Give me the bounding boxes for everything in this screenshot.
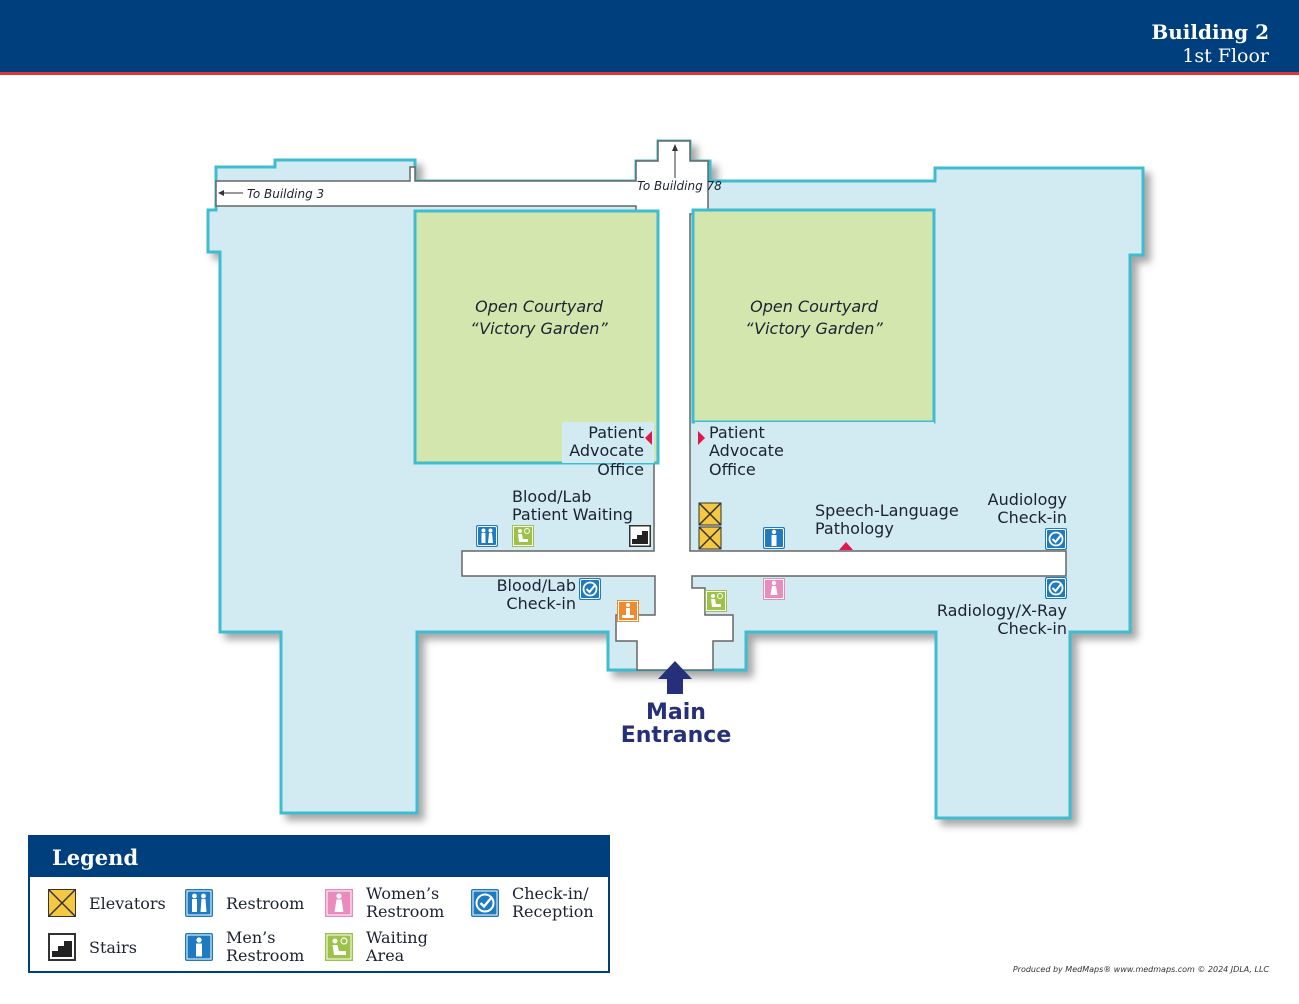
courtyard-right xyxy=(691,208,936,424)
patient-advocate-left-3[interactable]: Office xyxy=(597,460,644,479)
legend-label-waiting-1: Waiting xyxy=(366,928,428,947)
audiology-1[interactable]: Audiology xyxy=(988,490,1067,509)
waiting-area-icon[interactable] xyxy=(512,525,534,547)
elevator-icon xyxy=(48,889,76,917)
legend-label-restroom: Restroom xyxy=(226,894,305,913)
courtyard-right-edge xyxy=(695,422,934,428)
legend-panel: Legend Elevators Stairs Restroom Men’s R xyxy=(28,835,610,973)
blood-lab-checkin-1[interactable]: Blood/Lab xyxy=(497,576,576,595)
main-entrance-line1[interactable]: Main xyxy=(646,700,706,725)
patient-advocate-right-3[interactable]: Office xyxy=(709,460,756,479)
main-entrance-line2[interactable]: Entrance xyxy=(621,723,732,748)
speech-language-1[interactable]: Speech-Language xyxy=(815,501,959,520)
radiology-1[interactable]: Radiology/X-Ray xyxy=(937,601,1067,620)
audiology-2[interactable]: Check-in xyxy=(997,508,1067,527)
legend-label-womens-2: Restroom xyxy=(366,902,445,921)
waiting-area-icon xyxy=(325,933,353,961)
credit-line: Produced by MedMaps® www.medmaps.com © 2… xyxy=(1012,965,1269,974)
waiting-area-entrance-icon[interactable] xyxy=(705,590,727,612)
patient-advocate-right-1[interactable]: Patient xyxy=(709,423,765,442)
speech-language-2[interactable]: Pathology xyxy=(815,519,894,538)
patient-advocate-left-1[interactable]: Patient xyxy=(588,423,644,442)
womens-restroom-icon xyxy=(325,889,353,917)
blood-lab-waiting-1[interactable]: Blood/Lab xyxy=(512,487,591,506)
arrow-head-left xyxy=(218,190,224,196)
information-icon[interactable] xyxy=(617,600,639,622)
courtyard-right-line1: Open Courtyard xyxy=(750,297,879,316)
courtyard-right-line2: “Victory Garden” xyxy=(745,319,883,338)
marker-speech-language[interactable] xyxy=(839,542,853,550)
legend-title: Legend xyxy=(52,845,139,870)
floor-subtitle: 1st Floor xyxy=(1182,45,1269,67)
check-in-icon[interactable] xyxy=(1044,527,1068,551)
check-in-icon xyxy=(471,889,499,917)
radiology-2[interactable]: Check-in xyxy=(997,619,1067,638)
arrow-head-up xyxy=(672,144,678,151)
womens-restroom-icon[interactable] xyxy=(763,578,785,600)
legend-label-womens-1: Women’s xyxy=(366,884,440,903)
mens-restroom-icon xyxy=(185,933,213,961)
legend-header: Legend xyxy=(30,837,608,877)
stairs-icon xyxy=(48,933,76,961)
check-in-icon-radiology[interactable] xyxy=(1044,576,1068,600)
legend-label-mens-1: Men’s xyxy=(226,928,276,947)
to-building-3-label[interactable]: To Building 3 xyxy=(247,187,324,201)
legend-label-checkin-2: Reception xyxy=(512,902,594,921)
marker-patient-advocate-left[interactable] xyxy=(645,431,652,445)
legend-label-checkin-1: Check-in/ xyxy=(512,884,589,903)
to-building-78-label[interactable]: To Building 78 xyxy=(637,179,722,193)
restroom-icon xyxy=(185,889,213,917)
marker-patient-advocate-right[interactable] xyxy=(698,431,705,445)
restroom-icon[interactable] xyxy=(475,524,499,548)
courtyard-left-line1: Open Courtyard xyxy=(475,297,604,316)
legend-label-waiting-2: Area xyxy=(366,946,405,965)
legend-label-stairs: Stairs xyxy=(89,938,137,957)
main-entrance-arrow-icon[interactable] xyxy=(658,661,692,694)
patient-advocate-office-left xyxy=(562,422,654,463)
patient-advocate-left-2[interactable]: Advocate xyxy=(569,441,644,460)
blood-lab-checkin-2[interactable]: Check-in xyxy=(506,594,576,613)
courtyard-left xyxy=(413,209,660,465)
header-bar: Building 2 1st Floor xyxy=(0,0,1299,75)
legend-label-elevators: Elevators xyxy=(89,894,166,913)
stairs-icon[interactable] xyxy=(629,525,651,547)
legend-label-mens-2: Restroom xyxy=(226,946,305,965)
patient-advocate-right-2[interactable]: Advocate xyxy=(709,441,784,460)
building-title: Building 2 xyxy=(1151,20,1269,44)
elevator-icon[interactable] xyxy=(698,502,722,550)
courtyard-left-line2: “Victory Garden” xyxy=(470,319,608,338)
check-in-icon-blood-lab[interactable] xyxy=(578,577,602,601)
blood-lab-waiting-2[interactable]: Patient Waiting xyxy=(512,505,633,524)
mens-restroom-icon[interactable] xyxy=(762,526,786,550)
